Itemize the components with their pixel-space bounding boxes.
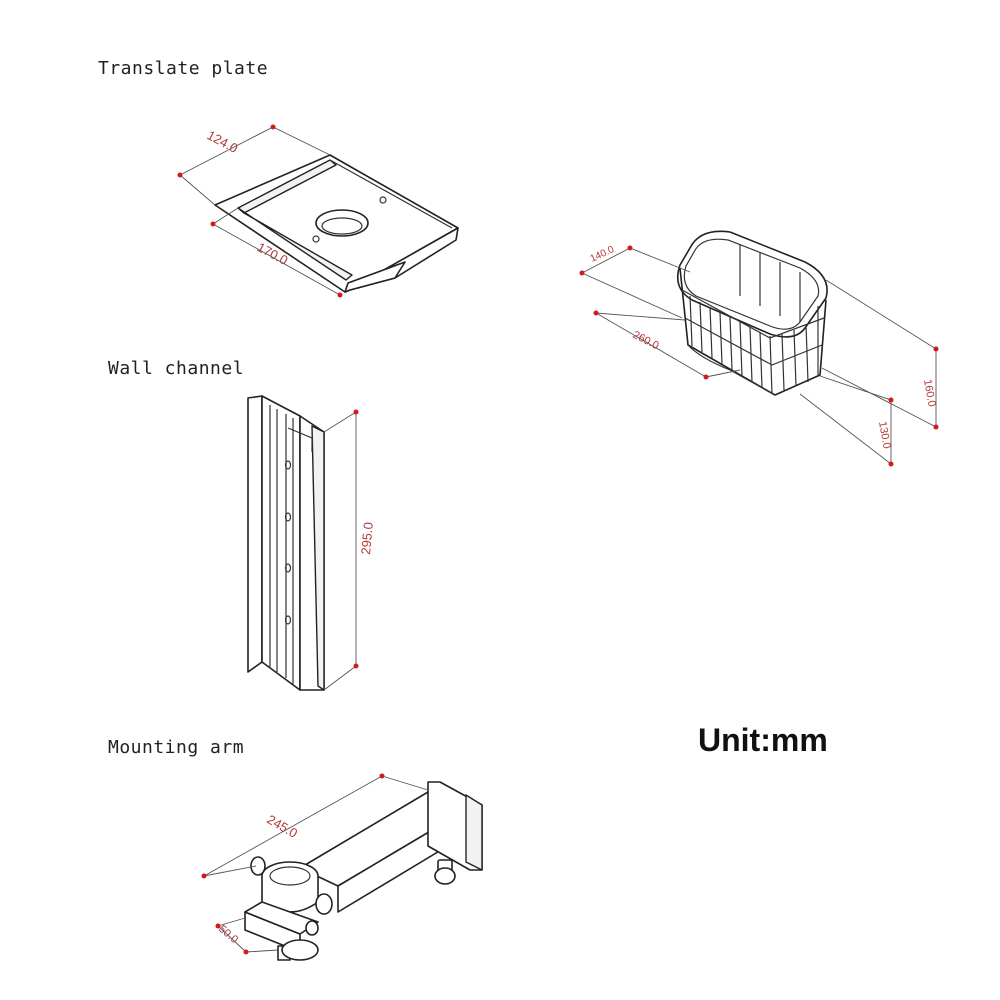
wall-channel: 295.0 — [247, 395, 376, 691]
wall-channel-title: Wall channel — [108, 358, 245, 379]
mounting-arm: 245.0 50.0 — [201, 773, 483, 961]
dim-arm-length: 245.0 — [265, 812, 301, 841]
dim-basket-height-total: 160.0 — [921, 378, 938, 407]
dim-arm-clamp: 50.0 — [216, 923, 240, 946]
dim-basket-height-body: 130.0 — [876, 420, 893, 449]
dim-basket-depth: 140.0 — [589, 244, 617, 265]
dim-channel-height: 295.0 — [358, 522, 376, 556]
dim-basket-length: 260.0 — [631, 329, 661, 352]
translate-plate: 124.0 170.0 — [177, 124, 459, 298]
mounting-arm-title: Mounting arm — [108, 737, 245, 758]
wire-basket: 140.0 260.0 160.0 130.0 — [579, 230, 939, 467]
translate-plate-title: Translate plate — [98, 58, 269, 79]
unit-label: Unit:mm — [698, 722, 828, 758]
dim-plate-depth: 124.0 — [205, 127, 241, 156]
